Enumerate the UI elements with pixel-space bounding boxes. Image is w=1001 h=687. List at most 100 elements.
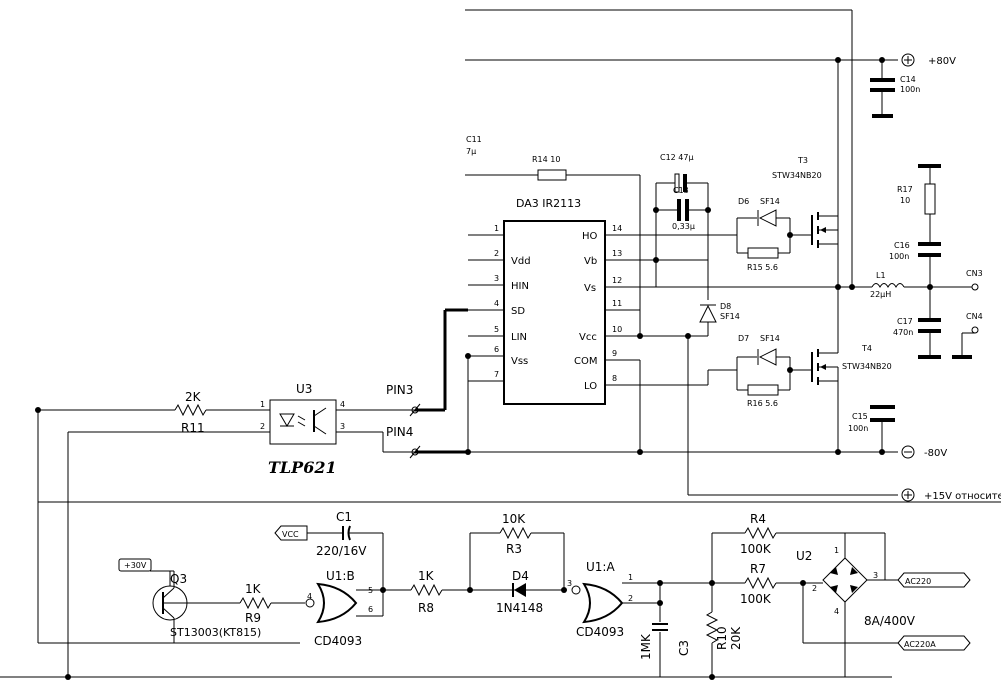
da3-pin5: 5 <box>494 325 499 334</box>
d4-label: D4 <box>512 569 529 583</box>
minus80v-rail: C15 100n -80V <box>420 360 947 459</box>
u2-pin2: 2 <box>812 584 817 593</box>
d8-label: D8 <box>720 302 731 311</box>
da3-vb: Vb <box>584 256 597 267</box>
da3-lin: LIN <box>511 332 527 343</box>
u2-pin4: 4 <box>834 607 839 616</box>
da3-pin3: 3 <box>494 274 499 283</box>
u1a-label: U1:A <box>586 560 615 574</box>
u2-pin1: 1 <box>834 546 839 555</box>
r4-value: 100K <box>740 542 772 556</box>
pin4-label: PIN4 <box>386 425 413 439</box>
da3-pin4: 4 <box>494 299 499 308</box>
r9-value: 1K <box>245 582 262 596</box>
c3-value: 1MK <box>639 633 653 660</box>
u1b-label: U1:B <box>326 569 355 583</box>
u2-label: U2 <box>796 549 812 563</box>
snubber-output: R17 10 C16 100n C17 470n CN4 <box>889 164 983 359</box>
da3-lo: LO <box>584 381 597 392</box>
u2-value: 8A/400V <box>864 614 916 628</box>
c3-label: C3 <box>677 640 691 656</box>
c13-value: 0,33µ <box>672 222 695 231</box>
pin3-label: PIN3 <box>386 383 413 397</box>
c12-label: C12 47µ <box>660 153 694 162</box>
c13-label: C13 <box>673 186 689 195</box>
c11-value: 7µ <box>466 147 476 156</box>
u3-pin4: 4 <box>340 400 345 409</box>
ic-da3: DA3 IR2113 1 2 3 4 5 6 7 Vdd HIN SD LIN … <box>468 197 640 405</box>
r3-value: 10K <box>502 512 526 526</box>
d7-label: D7 <box>738 334 749 343</box>
t4-label: T4 <box>861 344 872 353</box>
u1b-pin6: 6 <box>368 605 373 614</box>
r9-label: R9 <box>245 611 261 625</box>
mosfet-t4: T4 STW34NB20 <box>811 287 892 452</box>
pin-links: PIN3 PIN4 <box>382 308 469 459</box>
da3-vss: Vss <box>511 356 528 367</box>
r3-label: R3 <box>506 542 522 556</box>
c1-label: C1 <box>336 510 352 524</box>
q3-part: ST13003(KT815) <box>170 626 261 639</box>
transistor-q3: +30V Q3 ST13003(KT815) <box>118 558 261 643</box>
da3-label: DA3 IR2113 <box>516 197 581 210</box>
left-wiring: 2K R11 <box>0 390 1001 680</box>
v15-label: +15V относите <box>924 491 1001 502</box>
r17-value: 10 <box>900 196 910 205</box>
vcc-line: +15V относите <box>640 335 1001 502</box>
u3-label: U3 <box>296 382 312 396</box>
l1-value: 22µH <box>870 290 891 299</box>
c16-value: 100n <box>889 252 909 261</box>
r15-label: R15 5.6 <box>747 263 778 272</box>
r10-value: 20K <box>729 626 743 650</box>
resistors-r4-r7-r10: R4 100K R7 100K R10 20K <box>660 512 885 677</box>
da3-pin12: 12 <box>612 276 622 285</box>
r14-label: R14 10 <box>532 155 560 164</box>
da3-hin: HIN <box>511 281 529 292</box>
r16-label: R16 5.6 <box>747 399 778 408</box>
r10-label: R10 <box>715 626 729 650</box>
r11-label: R11 <box>181 421 205 435</box>
d6-label: D6 <box>738 197 749 206</box>
u3-pin3: 3 <box>340 422 345 431</box>
da3-vs: Vs <box>584 283 596 294</box>
u1a-part: CD4093 <box>576 625 624 639</box>
capacitors-c12-c13: C12 47µ C13 0,33µ <box>640 153 709 287</box>
c1-value: 220/16V <box>316 544 367 558</box>
da3-pin8: 8 <box>612 374 617 383</box>
u1b-pin4: 4 <box>307 592 312 601</box>
cn4-label: CN4 <box>966 312 983 321</box>
u1a-pin2: 2 <box>628 594 633 603</box>
c11-label: C11 <box>466 135 482 144</box>
d7-part: SF14 <box>760 334 780 343</box>
da3-pin10: 10 <box>612 325 622 334</box>
ac220-label: AC220 <box>905 577 931 586</box>
ac220a-label: AC220A <box>904 640 936 649</box>
q3-label: Q3 <box>170 572 187 586</box>
t3-part: STW34NB20 <box>772 171 822 180</box>
capacitor-c14: C14 100n <box>870 75 920 118</box>
minus80v-label: -80V <box>924 448 947 459</box>
d6-part: SF14 <box>760 197 780 206</box>
u3-pin2: 2 <box>260 422 265 431</box>
c15-value: 100n <box>848 424 868 433</box>
t3-label: T3 <box>797 156 808 165</box>
r8-label: R8 <box>418 601 434 615</box>
d8-part: SF14 <box>720 312 740 321</box>
u2-pin3: 3 <box>873 571 878 580</box>
da3-pin7: 7 <box>494 370 499 379</box>
capacitor-c1: VCC C1 220/16V <box>274 510 384 590</box>
capacitor-c3: C3 1MK <box>639 603 691 677</box>
da3-vcc: Vcc <box>579 332 597 343</box>
gate-u1a: 3 1 2 U1:A CD4093 <box>567 560 663 639</box>
c17-label: C17 <box>897 317 913 326</box>
da3-pin11: 11 <box>612 299 622 308</box>
da3-vdd: Vdd <box>511 256 531 267</box>
junctions <box>465 57 933 680</box>
da3-pin14: 14 <box>612 224 622 233</box>
c17-value: 470n <box>893 328 913 337</box>
da3-pin2: 2 <box>494 249 499 258</box>
da3-com: COM <box>574 356 597 367</box>
gate-u1b: 4 5 6 U1:B CD4093 <box>305 569 386 648</box>
c16-label: C16 <box>894 241 910 250</box>
l1-label: L1 <box>876 271 886 280</box>
